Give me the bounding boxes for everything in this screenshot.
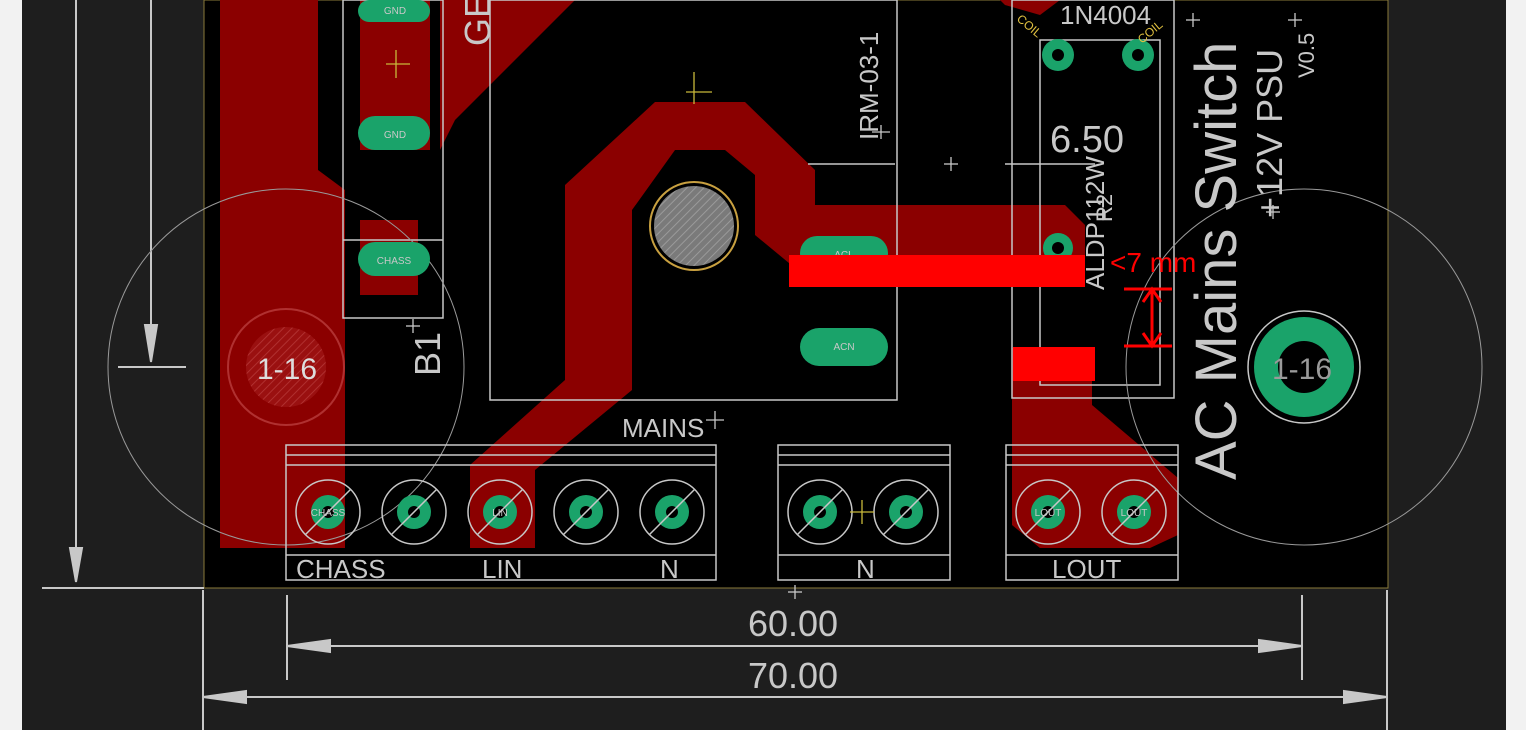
label-ge: GE xyxy=(457,0,498,46)
hole-label-right: 1-16 xyxy=(1272,353,1332,386)
mounting-hole-right[interactable] xyxy=(1247,310,1361,424)
pad-gnd-top[interactable] xyxy=(358,0,430,22)
terminal-pin-lout1[interactable] xyxy=(1015,479,1081,545)
pin-label-chass: CHASS xyxy=(311,508,346,519)
terminal-pin-lout2[interactable] xyxy=(1101,479,1167,545)
left-dimension-lines xyxy=(42,0,204,589)
pad-label-gnd-mid: GND xyxy=(384,130,406,141)
label-mains: MAINS xyxy=(622,413,704,443)
terminal-pin-n2[interactable] xyxy=(873,479,939,545)
terminal-pin-chass[interactable] xyxy=(295,479,361,545)
clearance-annotation: <7 mm xyxy=(789,247,1196,381)
label-dim-650: 6.50 xyxy=(1050,119,1124,161)
pad-gnd-mid[interactable] xyxy=(358,116,430,150)
hole-label-left: 1-16 xyxy=(257,353,317,386)
terminal-pin-n1[interactable] xyxy=(787,479,853,545)
annotation-bar-top xyxy=(789,255,1085,287)
terminal-block-lout xyxy=(1005,444,1179,581)
terminal-pins[interactable] xyxy=(295,479,1167,545)
terminal-block-n xyxy=(777,444,951,581)
clearance-label: <7 mm xyxy=(1110,247,1196,278)
label-terminal-chass: CHASS xyxy=(296,554,386,584)
clearance-arrow xyxy=(1124,286,1172,349)
label-b1: B1 xyxy=(407,332,448,376)
pin-label-lout2: LOUT xyxy=(1121,508,1148,519)
origin-markers xyxy=(386,13,1302,599)
silkscreen-text: IRM-03-1 1N4004 6.50 ALDP112W R2 AC Main… xyxy=(296,0,1319,584)
pad-acn[interactable] xyxy=(800,328,888,366)
label-title: AC Mains Switch xyxy=(1184,42,1249,480)
terminal-pin-5[interactable] xyxy=(639,479,705,545)
label-version: V0.5 xyxy=(1294,33,1319,78)
pad-label-gnd-top: GND xyxy=(384,6,406,17)
pad-label-acn: ACN xyxy=(833,342,854,353)
bottom-dimension-lines xyxy=(202,590,1388,730)
label-subtitle: +12V PSU xyxy=(1249,49,1290,218)
mounting-hole-left[interactable] xyxy=(227,308,345,426)
terminal-pin-lin[interactable] xyxy=(467,479,533,545)
dimension-70: 70.00 xyxy=(748,655,838,696)
label-terminal-lin: LIN xyxy=(482,554,522,584)
label-diode: 1N4004 xyxy=(1060,0,1151,30)
terminal-pin-4[interactable] xyxy=(553,479,619,545)
heatsink-hole[interactable] xyxy=(649,181,739,271)
label-terminal-n1: N xyxy=(660,554,679,584)
label-terminal-lout: LOUT xyxy=(1052,554,1121,584)
label-irm: IRM-03-1 xyxy=(854,32,884,140)
annotation-bar-bottom xyxy=(1013,347,1095,381)
terminal-pin-2[interactable] xyxy=(381,479,447,545)
label-terminal-n2: N xyxy=(856,554,875,584)
pad-label-chass: CHASS xyxy=(377,256,412,267)
label-r2: R2 xyxy=(1092,194,1117,222)
pad-chass[interactable] xyxy=(358,242,430,276)
pin-label-lin: LIN xyxy=(492,508,508,519)
dimension-60: 60.00 xyxy=(748,603,838,644)
terminal-block-main xyxy=(285,444,717,581)
pin-label-lout1: LOUT xyxy=(1035,508,1062,519)
